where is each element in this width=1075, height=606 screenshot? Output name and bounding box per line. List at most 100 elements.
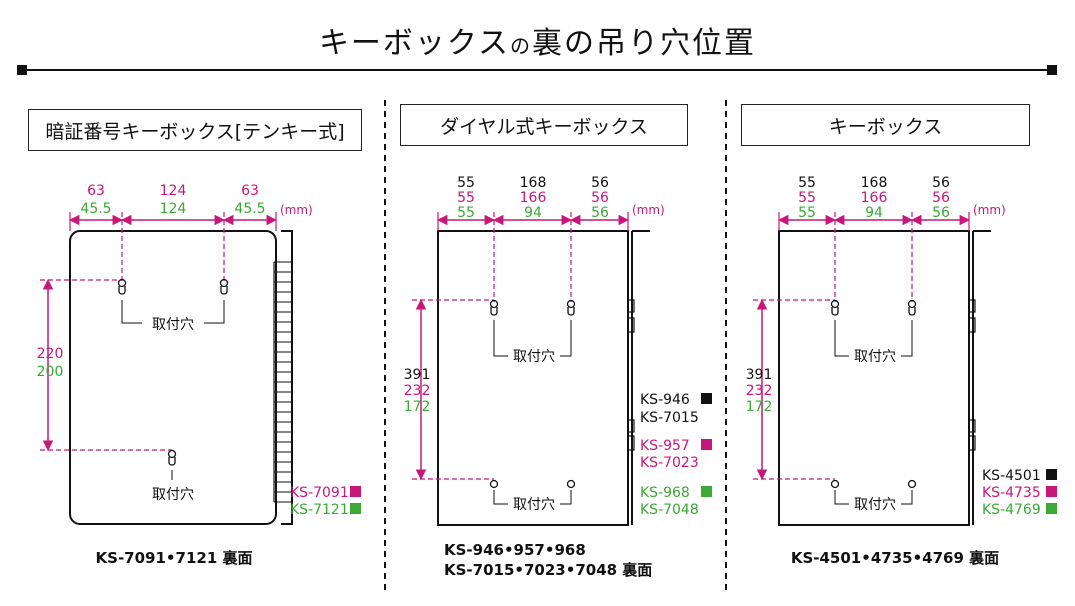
p3-caption: KS-4501•4735•4769 裏面 [791, 549, 999, 567]
title-part-b: の [510, 34, 533, 58]
panel-1-diagram: 63 45.5 124 124 63 45.5 (mm) 220 200 [37, 183, 361, 567]
p2-model-3: KS-957 [640, 438, 690, 454]
p3-dim-left-black: 391 [746, 367, 773, 383]
p1-dim-top-2-pink: 124 [160, 183, 187, 199]
p2-hole-label-bottom: 取付穴 [513, 497, 555, 513]
p3-model-2-swatch [1046, 486, 1057, 497]
p1-model-1: KS-7091 [290, 485, 349, 501]
p1-dim-left-green: 200 [37, 364, 64, 380]
panel-2-hole-bottom-left [489, 479, 499, 489]
panel-1-top-dimension: 63 45.5 124 124 63 45.5 (mm) [68, 183, 313, 282]
p3-dim-top-2-black: 168 [861, 175, 888, 191]
p2-unit: (mm) [632, 203, 665, 217]
p1-model-2: KS-7121 [290, 502, 349, 518]
p3-dim-left-pink: 232 [746, 383, 773, 399]
panel-3-diagram: 55 55 55 168 166 94 56 56 56 (mm) 391 23… [746, 175, 1057, 567]
p2-model-6: KS-7048 [640, 502, 699, 518]
p2-dim-top-3-black: 56 [591, 175, 609, 191]
panel-3-header: キーボックス [741, 104, 1030, 146]
panel-2-header-text: ダイヤル式キーボックス [440, 115, 648, 138]
p1-dim-top-1-pink: 63 [87, 183, 105, 199]
p3-hole-leader-top [834, 320, 913, 357]
p2-model-5: KS-968 [640, 485, 690, 501]
p3-hole-label-top: 取付穴 [854, 349, 896, 365]
p2-dim-top-3-green: 56 [591, 205, 609, 221]
panel-1-header: 暗証番号キーボックス[テンキー式] [28, 109, 362, 151]
panel-2-header: ダイヤル式キーボックス [400, 104, 688, 146]
p2-model-1-swatch [701, 393, 712, 404]
p2-dim-top-1-pink: 55 [457, 190, 475, 206]
title-part-a: キーボックス [318, 26, 511, 61]
p1-dim-top-3-green: 45.5 [234, 201, 265, 217]
page-title: キーボックスの裏の吊り穴位置 [0, 18, 1075, 62]
p3-dim-top-1-pink: 55 [798, 190, 816, 206]
panel-2-hole-top-right [566, 299, 576, 316]
panel-2-side-profile [627, 230, 650, 525]
panel-2-box-back [437, 230, 629, 526]
p2-hole-leader-top [493, 320, 572, 357]
panel-1-hole-top-right [219, 278, 229, 295]
panel-3-header-text: キーボックス [828, 115, 943, 138]
panel-1-header-text: 暗証番号キーボックス[テンキー式] [45, 120, 345, 143]
p2-dim-top-2-black: 168 [520, 175, 547, 191]
p1-caption: KS-7091•7121 裏面 [96, 549, 253, 567]
panel-3-hole-top-right [907, 299, 917, 316]
p2-model-2: KS-7015 [640, 410, 699, 426]
p3-model-1-swatch [1046, 469, 1057, 480]
p3-dim-top-3-black: 56 [932, 175, 950, 191]
panel-3-side-profile [968, 230, 991, 525]
panel-3-hole-top-left [830, 299, 840, 316]
p3-model-1: KS-4501 [982, 468, 1041, 484]
title-part-c: 裏の吊り穴位置 [532, 26, 757, 61]
p1-dim-top-3-pink: 63 [241, 183, 259, 199]
panel-3-left-dimension: 391 232 172 [746, 298, 835, 481]
p2-dim-top-2-green: 94 [524, 205, 542, 221]
p3-hole-label-bottom: 取付穴 [854, 497, 896, 513]
panel-1-left-dimension: 220 200 [37, 278, 172, 452]
p2-dim-top-1-black: 55 [457, 175, 475, 191]
panel-3-hole-bottom-left [830, 479, 840, 489]
panel-3-hole-bottom-right [907, 479, 917, 489]
p3-dim-top-3-green: 56 [932, 205, 950, 221]
panel-1-hole-top-left [117, 278, 127, 295]
p3-hole-leader-bottom [834, 490, 913, 505]
p3-dim-top-1-black: 55 [798, 175, 816, 191]
p1-unit: (mm) [280, 203, 313, 217]
p1-hole-label-top: 取付穴 [152, 317, 194, 333]
title-rule [17, 65, 1057, 75]
p3-dim-left-green: 172 [746, 399, 773, 415]
p1-dim-top-1-green: 45.5 [80, 201, 111, 217]
p2-dim-top-2-pink: 166 [520, 190, 547, 206]
p3-dim-top-2-pink: 166 [861, 190, 888, 206]
p3-dim-top-2-green: 94 [865, 205, 883, 221]
p3-model-3: KS-4769 [982, 502, 1041, 518]
panel-2-left-dimension: 391 232 172 [404, 298, 494, 481]
p2-caption-line-1: KS-946•957•968 [444, 541, 586, 559]
p2-hole-label-top: 取付穴 [513, 349, 555, 365]
p3-dim-top-3-pink: 56 [932, 190, 950, 206]
p3-model-2: KS-4735 [982, 485, 1041, 501]
p1-hole-label-bottom: 取付穴 [152, 487, 194, 503]
panel-2-diagram: 55 55 55 168 166 94 56 56 56 (mm) 391 23… [404, 175, 712, 579]
p1-dim-top-2-green: 124 [160, 201, 187, 217]
p1-model-1-swatch [350, 486, 361, 497]
p2-model-3-swatch [701, 439, 712, 450]
p1-dim-left-pink: 220 [37, 346, 64, 362]
p2-hole-leader-bottom [493, 490, 572, 505]
p2-caption-line-2: KS-7015•7023•7048 裏面 [444, 561, 652, 579]
p3-dim-top-1-green: 55 [798, 205, 816, 221]
p3-unit: (mm) [973, 203, 1006, 217]
p2-dim-left-pink: 232 [404, 383, 431, 399]
panel-1-hole-bottom [167, 449, 177, 466]
p1-hole-leader-top [121, 300, 225, 324]
p1-model-2-swatch [350, 503, 361, 514]
panel-2-hole-bottom-right [566, 479, 576, 489]
panel-1-side-profile [273, 230, 293, 525]
p2-model-1: KS-946 [640, 392, 690, 408]
p2-model-4: KS-7023 [640, 455, 699, 471]
panel-3-box-back [778, 230, 970, 526]
p2-dim-left-black: 391 [404, 367, 431, 383]
panel-2-hole-top-left [489, 299, 499, 316]
panel-3-top-dimension: 55 55 55 168 166 94 56 56 56 (mm) [777, 175, 1006, 302]
